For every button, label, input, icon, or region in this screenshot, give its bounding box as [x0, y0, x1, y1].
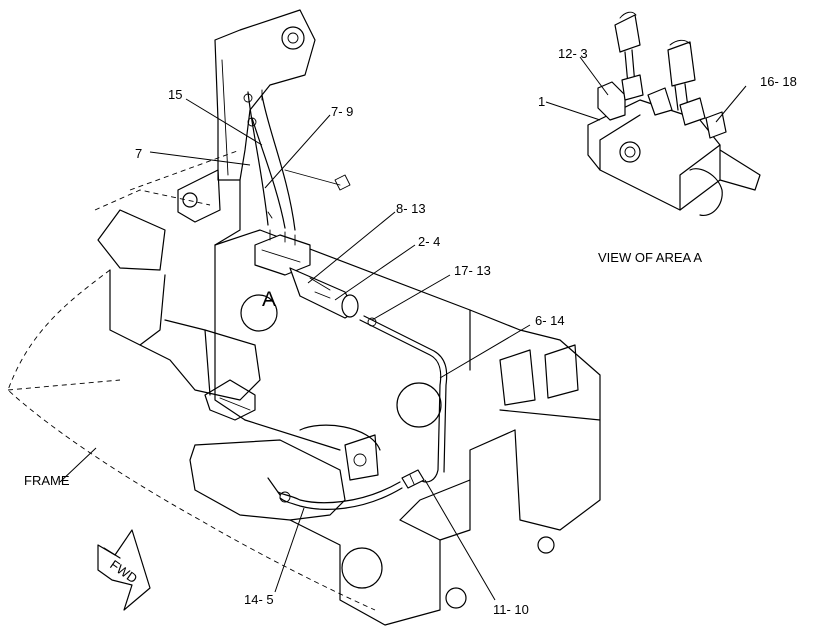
frame-outline [7, 149, 376, 611]
label-16-18: 16- 18 [760, 74, 797, 89]
tube-routing [267, 315, 448, 510]
frame-label: FRAME [24, 473, 70, 488]
view-of-area-a-caption: VIEW OF AREA A [598, 250, 702, 265]
label-8-13: 8- 13 [396, 201, 426, 216]
label-7-9: 7- 9 [331, 104, 353, 119]
leader-lines [59, 56, 747, 601]
label-6-14: 6- 14 [535, 313, 565, 328]
hose-routing [243, 89, 351, 231]
label-11-10: 11- 10 [493, 602, 529, 617]
inset-view-area-a [587, 11, 761, 216]
main-frame-body [97, 9, 601, 626]
callout-labels: 15 7- 9 7 8- 13 2- 4 17- 13 6- 14 12- 3 … [24, 46, 797, 617]
label-12-3: 12- 3 [558, 46, 588, 61]
label-1: 1 [538, 94, 545, 109]
label-15: 15 [168, 87, 182, 102]
fwd-label: FWD [107, 557, 140, 586]
label-17-13: 17- 13 [454, 263, 491, 278]
fwd-arrow [97, 529, 151, 611]
label-2-4: 2- 4 [418, 234, 440, 249]
area-a-marker: A [262, 288, 276, 311]
label-7: 7 [135, 146, 142, 161]
valve-block [254, 229, 359, 319]
label-14-5: 14- 5 [244, 592, 274, 607]
